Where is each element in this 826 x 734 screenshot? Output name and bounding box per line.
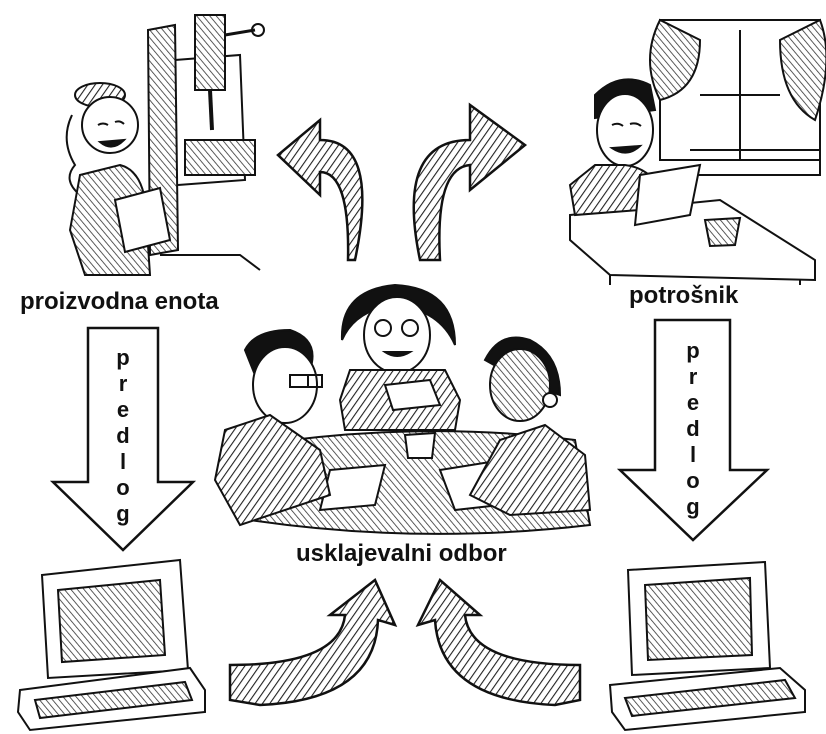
producer-label: proizvodna enota: [20, 288, 219, 315]
arrow-from-right-computer: [415, 577, 582, 707]
arrow-down-right: [616, 318, 771, 542]
arrow-from-left-computer: [228, 578, 398, 707]
worker-at-drill-press-icon: [65, 14, 265, 276]
arrow-to-consumer: [412, 102, 528, 262]
arrow-down-left: [49, 326, 197, 552]
arrow-to-producer: [276, 117, 364, 262]
desktop-computer-icon: [608, 560, 806, 732]
consumer-label: potrošnik: [629, 282, 739, 309]
three-people-meeting-at-table-icon: [213, 283, 592, 535]
person-reading-at-kitchen-table-icon: [568, 18, 826, 285]
committee-label: usklajevalni odbor: [296, 540, 507, 567]
desktop-computer-icon: [16, 558, 206, 732]
